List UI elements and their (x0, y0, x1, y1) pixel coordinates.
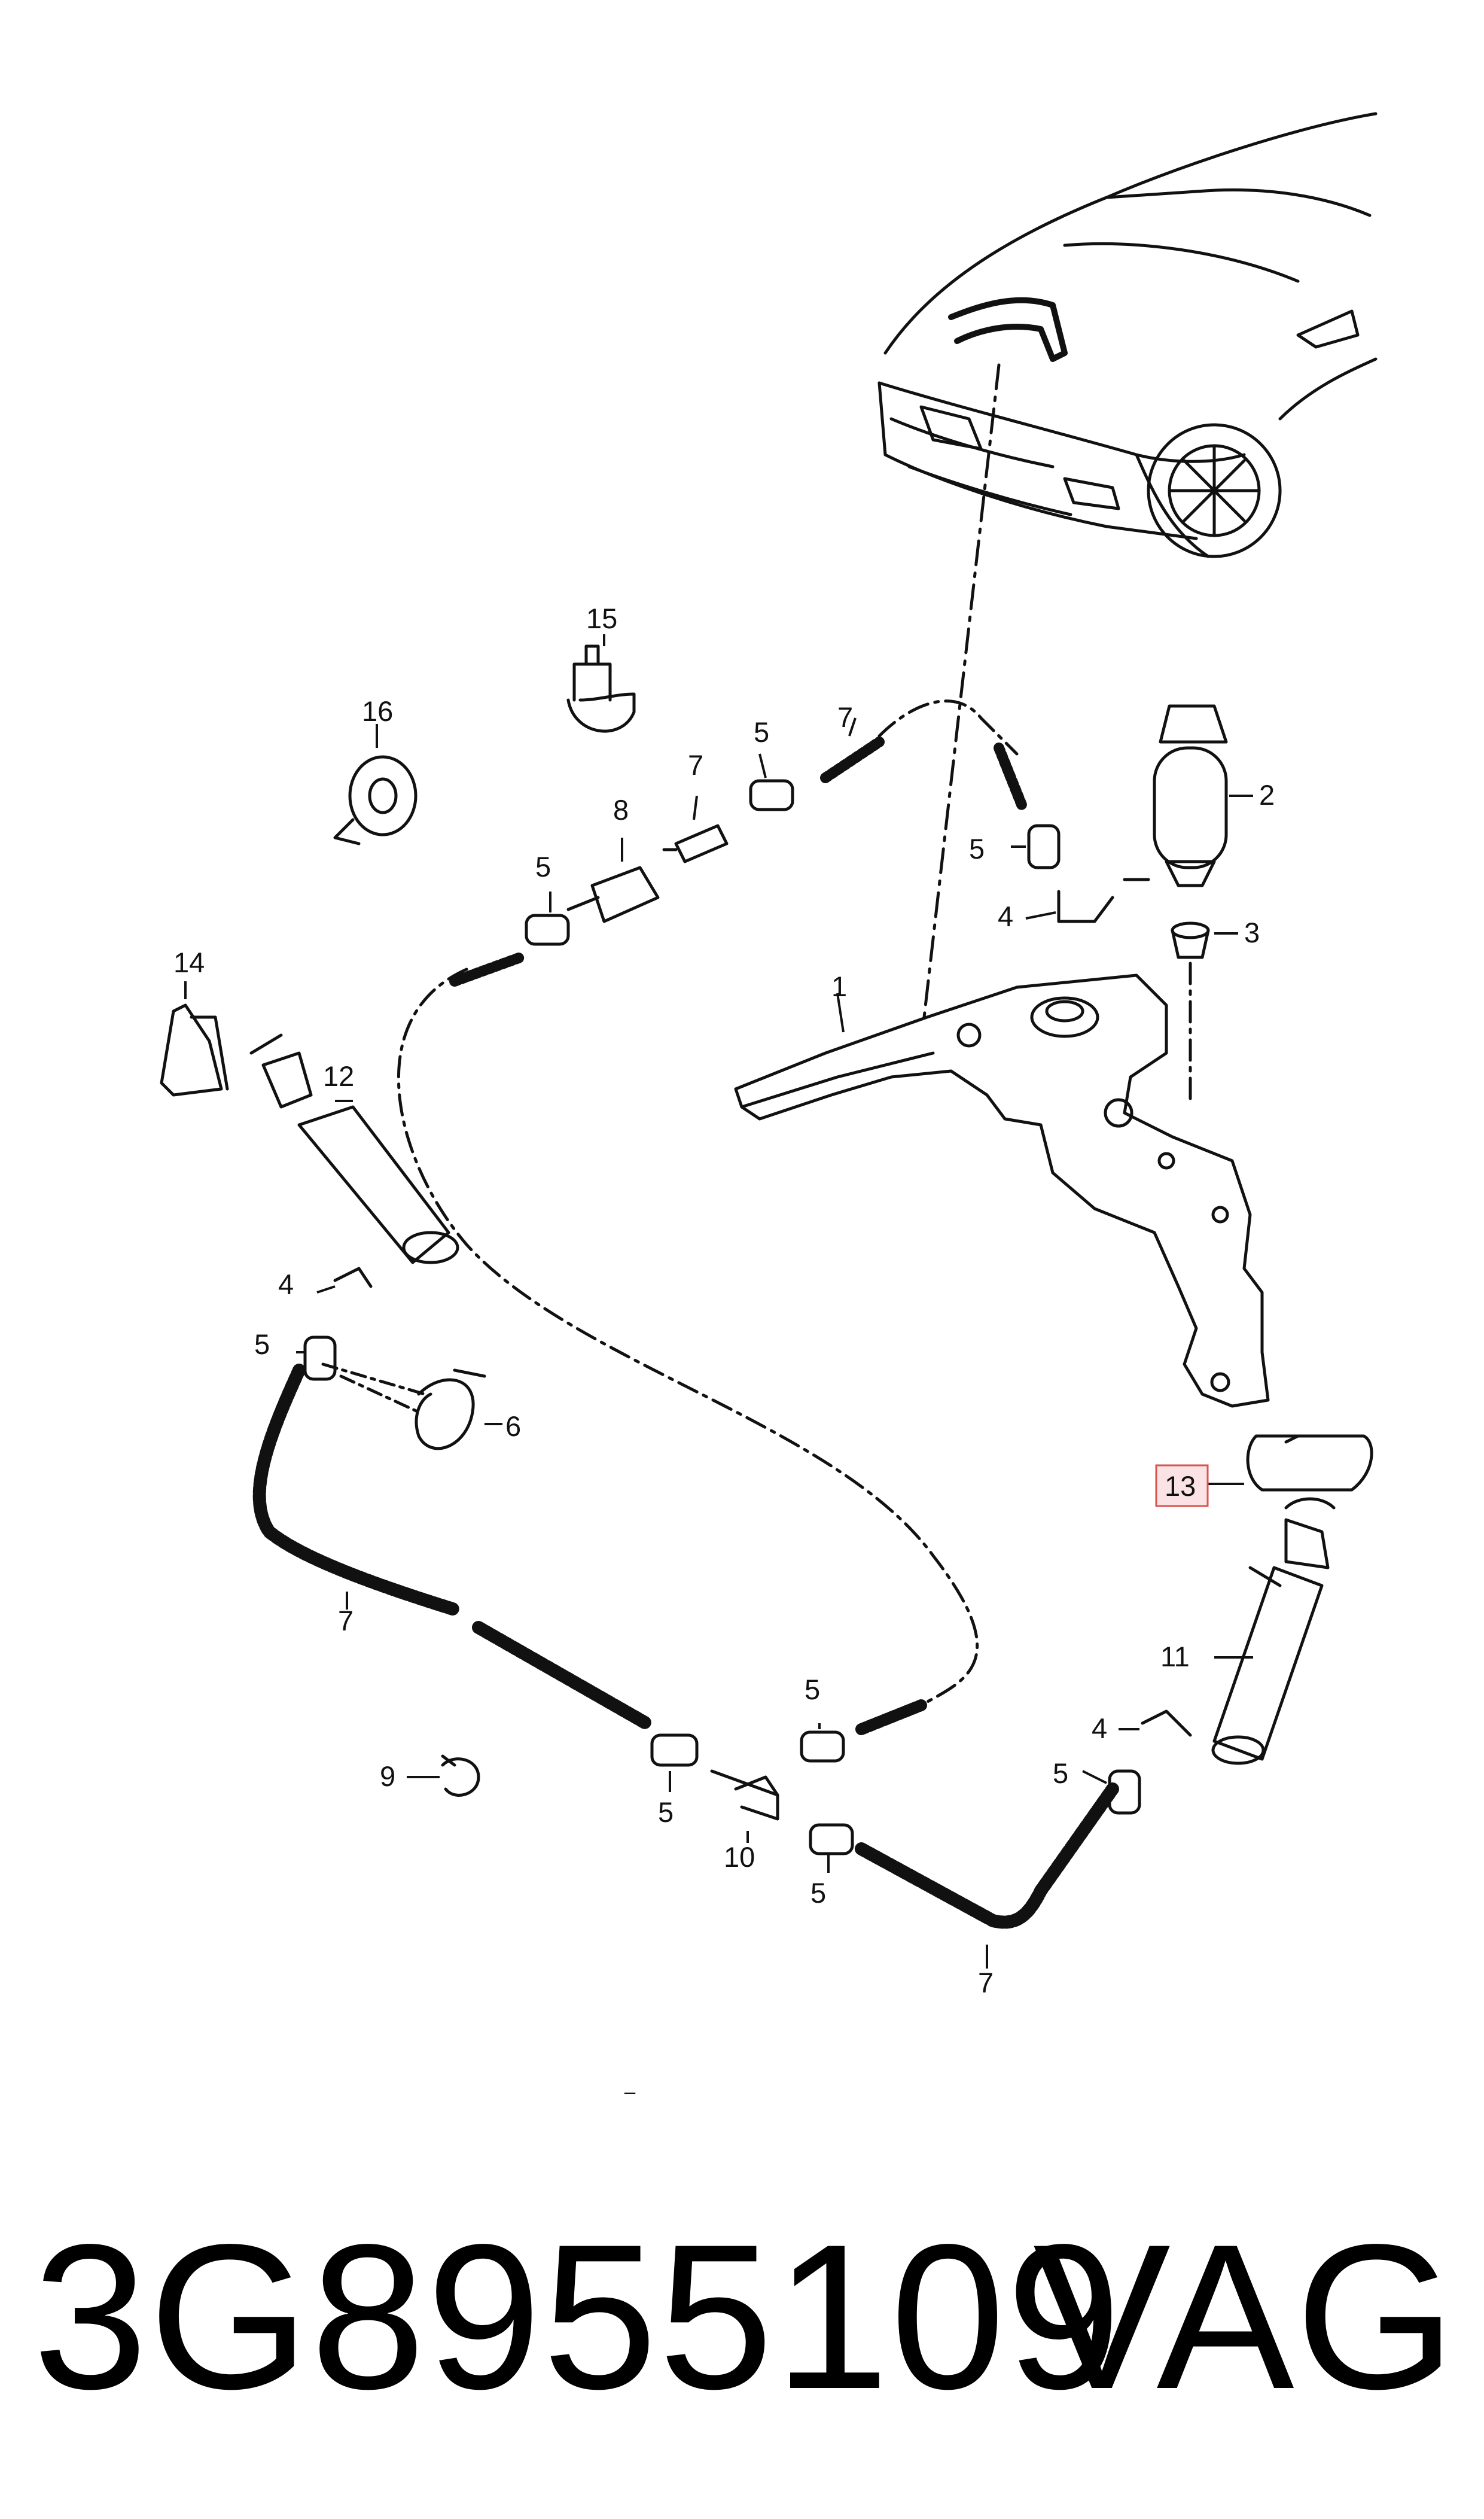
hose-clip (415, 1368, 486, 1450)
brand-label: VAG (1033, 2202, 1457, 2432)
retaining-clip (566, 644, 636, 733)
parts-diagram: 1 2 3 4 4 4 5 5 5 5 5 5 5 5 5 6 7 7 7 7 … (160, 112, 1378, 2094)
leader-lines (184, 634, 1253, 1969)
nozzle-cover-cap (1246, 1434, 1373, 1492)
vehicle-illustration (877, 112, 1378, 558)
callout-10: 10 (724, 1841, 755, 1873)
callout-5a: 5 (969, 833, 985, 865)
callout-5f: 5 (805, 1674, 820, 1705)
part-number: 3G8955109 (33, 2202, 1123, 2432)
elbow-connectors (333, 890, 1192, 1737)
hose-segments (252, 737, 1119, 1929)
callout-4c: 4 (1092, 1712, 1107, 1744)
pump-grommet (1171, 921, 1210, 959)
callout-7d: 7 (978, 1967, 994, 1998)
location-line (922, 363, 1001, 1019)
callout-13: 13 (1165, 1470, 1196, 1502)
washer-reservoir (734, 973, 1270, 1408)
callout-6: 6 (505, 1410, 521, 1442)
callout-7a: 7 (837, 701, 853, 733)
callout-14: 14 (173, 947, 205, 978)
hose-connector (566, 866, 660, 923)
callout-12: 12 (323, 1060, 354, 1092)
hose-clamp (441, 1754, 480, 1797)
callout-5c: 5 (1053, 1757, 1068, 1789)
mounting-bracket (160, 1003, 229, 1097)
callout-2: 2 (1259, 779, 1275, 811)
callout-13-highlight (1155, 1464, 1209, 1507)
callout-15: 15 (586, 603, 617, 634)
t-piece (710, 1769, 779, 1821)
callout-16: 16 (362, 695, 393, 727)
callout-5i: 5 (622, 2086, 638, 2094)
callout-5h: 5 (810, 1877, 826, 1909)
hose-route-line-top (877, 699, 1019, 756)
callout-1: 1 (831, 971, 847, 1002)
tape-roll (333, 755, 418, 845)
check-valve (662, 824, 729, 863)
callout-5e: 5 (754, 716, 769, 748)
callout-4a: 4 (998, 900, 1013, 932)
callout-3: 3 (1244, 917, 1260, 948)
callout-5d: 5 (535, 851, 551, 883)
washer-pump (1123, 704, 1228, 887)
callout-9: 9 (380, 1760, 395, 1792)
callout-4b: 4 (278, 1268, 294, 1300)
callout-7b: 7 (688, 749, 703, 781)
callout-11: 11 (1160, 1641, 1190, 1672)
left-washer-nozzle (249, 1033, 459, 1264)
clip-link-line (321, 1362, 426, 1414)
callout-8: 8 (613, 794, 629, 826)
right-washer-nozzle (1211, 1497, 1336, 1765)
hose-sleeves (303, 779, 1141, 1855)
callout-7c: 7 (338, 1605, 354, 1636)
callout-5g: 5 (658, 1796, 674, 1828)
hose-route-line (397, 968, 979, 1707)
callout-5b: 5 (254, 1328, 270, 1360)
